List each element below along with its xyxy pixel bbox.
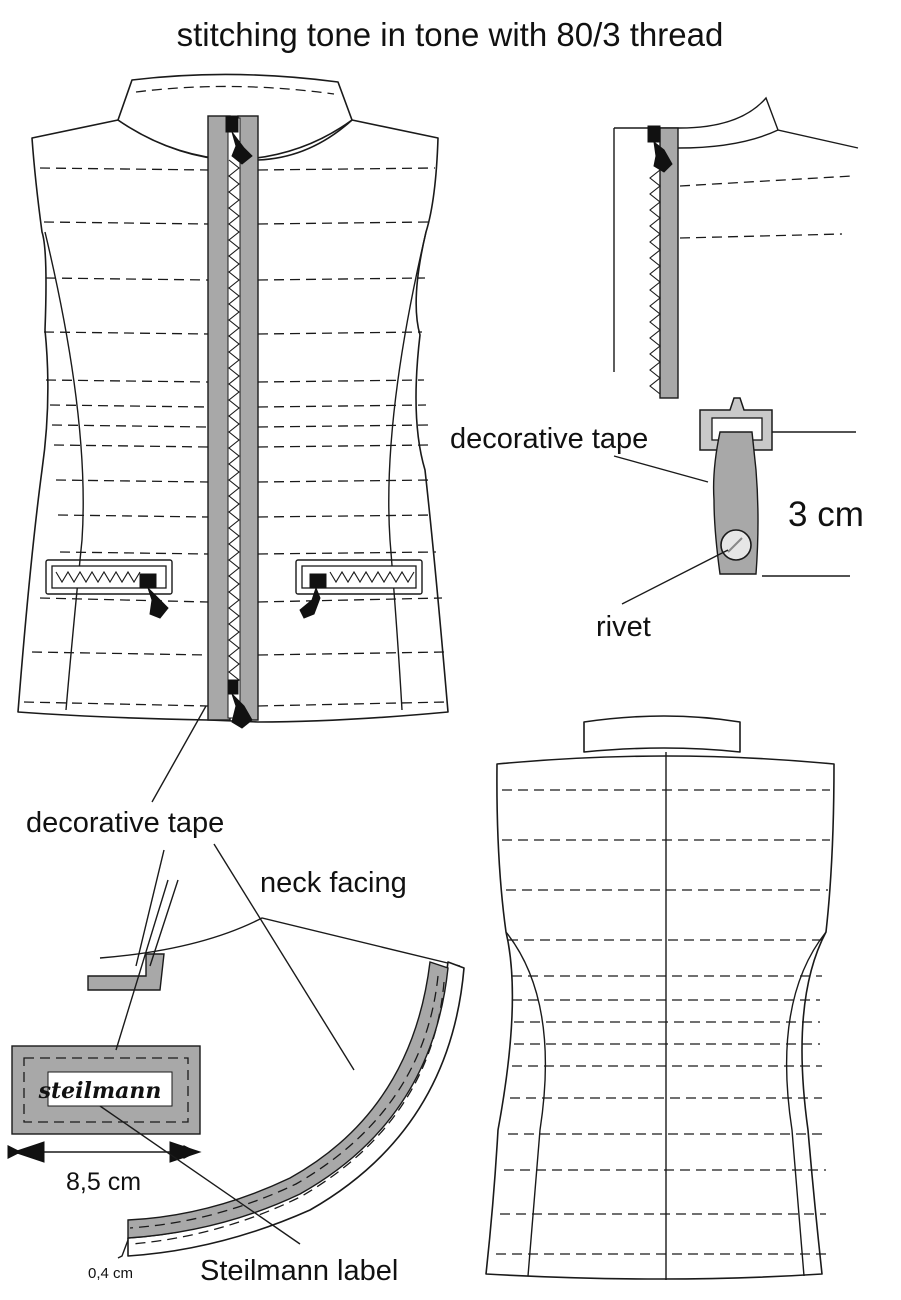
buckle-detail [613, 397, 856, 605]
label-decorative-tape-top: decorative tape [450, 423, 648, 455]
collar-stitch [135, 85, 335, 95]
steilmann-label-stitch [23, 1057, 189, 1123]
leader-tape-to-facing [213, 843, 355, 1071]
front-left-pocket [45, 559, 173, 619]
front-vest [17, 73, 449, 729]
leader-rivet [621, 549, 729, 605]
leader-tape-to-stub-1 [135, 849, 165, 967]
neck-facing-top-edge [99, 917, 461, 967]
steilmann-label-panel [47, 1071, 173, 1107]
diagram-title: stitching tone in tone with 80/3 thread [177, 16, 724, 53]
label-rivet: rivet [596, 611, 651, 643]
label-decorative-tape-main: decorative tape [26, 807, 224, 839]
front-detail-view [613, 96, 859, 399]
leader-tape-to-stub-2 [149, 879, 179, 967]
neck-facing-detail: steilmann [7, 705, 465, 1259]
neck-facing-stitch-1 [129, 975, 439, 1229]
front-zip-pull-bottom [231, 693, 253, 729]
detail-quilt-line-1 [679, 175, 853, 187]
front-right-pocket [295, 559, 423, 619]
measure-85cm-arrow-right [169, 1141, 202, 1163]
detail-neckline [677, 129, 779, 149]
leader-tape-to-front-zip [151, 705, 207, 803]
measure-85cm-arrow-left [12, 1141, 45, 1163]
neck-facing-stitch-2 [131, 981, 445, 1245]
detail-zip-teeth [649, 169, 661, 395]
front-left-princess-seam [44, 231, 84, 711]
steilmann-label-logo: steilmann [38, 1078, 162, 1104]
facing-tape-stub [87, 953, 165, 991]
back-collar [583, 715, 741, 753]
detail-zip-pull [653, 140, 673, 173]
front-decorative-tape-right [237, 115, 259, 721]
label-neck-facing: neck facing [260, 867, 407, 899]
label-steilmann: Steilmann label [200, 1255, 398, 1287]
back-vest [485, 715, 835, 1280]
front-quilting-lines [23, 167, 447, 707]
label-measure-04cm: 0,4 cm [88, 1265, 133, 1282]
front-zip-teeth [228, 159, 240, 689]
neck-facing-tape [127, 961, 449, 1239]
front-right-princess-seam [388, 231, 427, 711]
detail-quilt-line-2 [679, 233, 843, 239]
leader-tape-to-label [115, 879, 169, 1051]
leader-steilmann-label [99, 1105, 301, 1245]
front-zip-stop-bottom [227, 679, 239, 695]
back-vest-body [485, 755, 835, 1280]
detail-collar-outline [614, 96, 859, 149]
detail-decorative-tape [659, 127, 679, 399]
measure-04cm-tick [117, 1239, 129, 1259]
front-zip-pull-top [231, 131, 253, 165]
front-decorative-tape-left [207, 115, 231, 721]
detail-zip-slider [647, 125, 661, 143]
leader-decorative-tape-top [613, 455, 709, 483]
label-measure-3cm: 3 cm [788, 495, 864, 534]
label-measure-85cm: 8,5 cm [66, 1168, 141, 1196]
rivet-highlight [727, 537, 743, 553]
back-quilting-lines [496, 789, 830, 1255]
front-zip-slider-top [225, 115, 239, 133]
